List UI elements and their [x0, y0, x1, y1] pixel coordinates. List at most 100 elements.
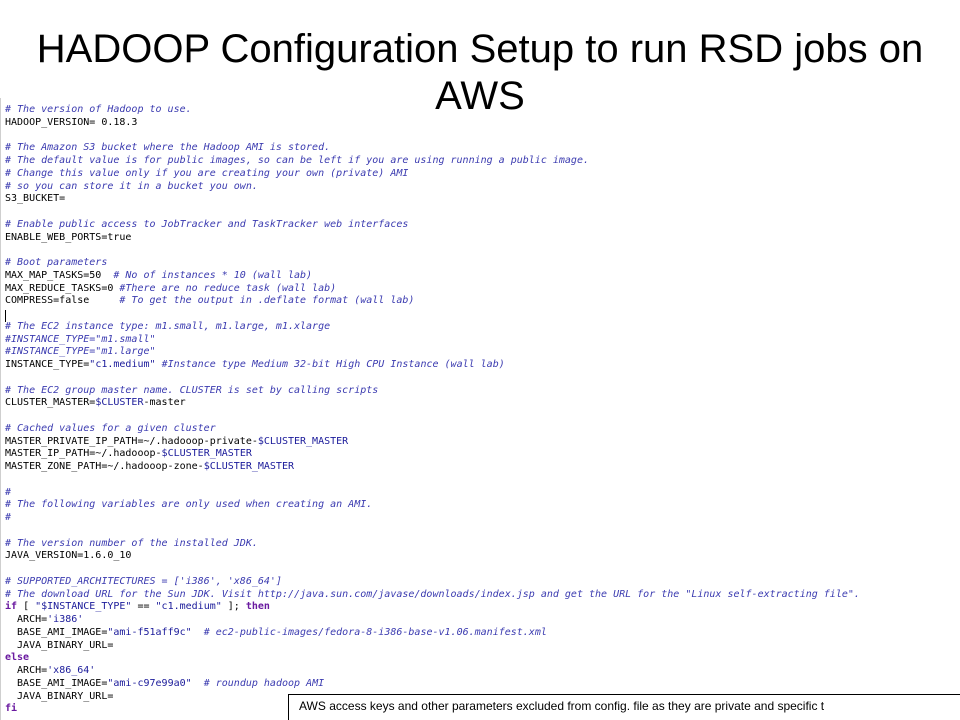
text-cursor [5, 310, 6, 322]
code-token-plain [192, 627, 204, 638]
code-token-comment: # ec2-public-images/fedora-8-i386-base-v… [203, 626, 547, 638]
code-token-plain: -master [143, 397, 186, 409]
code-line: # Boot parameters [5, 257, 860, 270]
code-line [5, 474, 860, 487]
code-line: # Cached values for a given cluster [5, 423, 860, 436]
code-token-plain: S3_BUCKET= [5, 193, 66, 205]
code-line: BASE_AMI_IMAGE="ami-f51aff9c" # ec2-publ… [5, 627, 860, 640]
code-line: COMPRESS=false # To get the output in .d… [5, 295, 860, 308]
code-line [5, 563, 860, 576]
code-token-plain: MAX_REDUCE_TASKS=0 [5, 282, 120, 294]
code-token-comment: # Enable public access to JobTracker and… [5, 218, 409, 230]
config-code-listing: # The version of Hadoop to use.HADOOP_VE… [5, 104, 860, 716]
code-token-plain: MASTER_IP_PATH=~/.hadooop- [5, 448, 162, 460]
code-token-plain: ARCH= [5, 614, 48, 625]
code-token-var: $CLUSTER [95, 397, 144, 409]
code-token-comment: # The following variables are only used … [5, 499, 373, 511]
code-token-plain: INSTANCE_TYPE= [5, 359, 90, 370]
code-token-plain: BASE_AMI_IMAGE= [5, 626, 108, 638]
code-token-plain: MASTER_ZONE_PATH=~/.hadooop-zone- [5, 461, 204, 472]
code-token-comment: # [5, 512, 12, 523]
code-screenshot-panel: # The version of Hadoop to use.HADOOP_VE… [0, 98, 960, 720]
code-line: # SUPPORTED_ARCHITECTURES = ['i386', 'x8… [5, 576, 860, 589]
code-line: # The EC2 instance type: m1.small, m1.la… [5, 321, 860, 334]
code-line: # The version of Hadoop to use. [5, 104, 860, 117]
code-line: # The download URL for the Sun JDK. Visi… [5, 589, 860, 602]
code-token-comment: #INSTANCE_TYPE="m1.large" [5, 346, 156, 358]
code-line: # The default value is for public images… [5, 155, 860, 168]
code-line: ENABLE_WEB_PORTS=true [5, 232, 860, 245]
code-token-comment: # Cached values for a given cluster [5, 422, 216, 434]
code-token-kw: then [245, 601, 270, 613]
code-token-string: "ami-c97e99a0" [107, 677, 192, 689]
code-token-kw: else [5, 652, 30, 664]
code-line: # The version number of the installed JD… [5, 538, 860, 551]
code-token-plain: CLUSTER_MASTER= [5, 397, 96, 409]
code-token-comment: # The EC2 group master name. CLUSTER is … [5, 384, 379, 396]
code-line: HADOOP_VERSION= 0.18.3 [5, 117, 860, 130]
code-token-comment: # The version number of the installed JD… [5, 537, 258, 549]
footnote-box: AWS access keys and other parameters exc… [288, 694, 960, 720]
code-token-plain: COMPRESS=false [5, 295, 120, 307]
code-line [5, 206, 860, 219]
code-line: MAX_REDUCE_TASKS=0 #There are no reduce … [5, 283, 860, 296]
code-line [5, 525, 860, 538]
code-token-plain: == [131, 601, 156, 613]
code-token-plain [192, 678, 204, 689]
code-token-comment: # Boot parameters [5, 257, 108, 268]
code-line [5, 410, 860, 423]
code-token-string: 'i386' [47, 614, 84, 625]
code-token-plain: ENABLE_WEB_PORTS=true [5, 231, 132, 243]
code-token-comment: # roundup hadoop AMI [203, 677, 325, 689]
code-token-plain: MASTER_PRIVATE_IP_PATH=~/.hadooop-privat… [5, 435, 258, 447]
code-token-comment: # To get the output in .deflate format (… [119, 295, 415, 307]
code-token-string: "ami-f51aff9c" [107, 626, 192, 638]
code-line: if [ "$INSTANCE_TYPE" == "c1.medium" ]; … [5, 601, 860, 614]
code-token-plain: JAVA_VERSION=1.6.0_10 [5, 550, 132, 562]
code-line: # so you can store it in a bucket you ow… [5, 181, 860, 194]
code-line: fi [5, 703, 860, 716]
code-token-var: $CLUSTER_MASTER [203, 461, 294, 472]
code-token-plain: ARCH= [5, 665, 48, 676]
code-token-plain: JAVA_BINARY_URL= [5, 690, 114, 702]
code-line [5, 130, 860, 143]
code-token-comment: # The version of Hadoop to use. [5, 104, 192, 115]
code-token-plain: MAX_MAP_TASKS=50 [5, 269, 114, 281]
code-token-plain: HADOOP_VERSION= 0.18.3 [5, 116, 138, 128]
code-line: # Change this value only if you are crea… [5, 168, 860, 181]
code-line: MASTER_IP_PATH=~/.hadooop-$CLUSTER_MASTE… [5, 448, 860, 461]
code-line: # Enable public access to JobTracker and… [5, 219, 860, 232]
code-token-plain: [ [17, 601, 36, 613]
code-token-var: $CLUSTER_MASTER [257, 435, 349, 447]
code-line: # The Amazon S3 bucket where the Hadoop … [5, 142, 860, 155]
slide-title: HADOOP Configuration Setup to run RSD jo… [36, 27, 924, 118]
code-token-comment: # The Amazon S3 bucket where the Hadoop … [5, 142, 331, 154]
code-line: CLUSTER_MASTER=$CLUSTER-master [5, 397, 860, 410]
code-token-var: $CLUSTER_MASTER [161, 448, 252, 460]
code-token-string: "c1.medium" [155, 601, 222, 613]
code-line: ARCH='x86_64' [5, 665, 860, 678]
code-token-comment: # The download URL for the Sun JDK. Visi… [5, 588, 860, 600]
code-line: ARCH='i386' [5, 614, 860, 627]
code-line: # [5, 487, 860, 500]
code-token-comment: #Instance type Medium 32-bit High CPU In… [161, 359, 505, 370]
code-line: INSTANCE_TYPE="c1.medium" #Instance type… [5, 359, 860, 372]
code-token-string: "$INSTANCE_TYPE" [35, 601, 132, 613]
code-line: S3_BUCKET= [5, 193, 860, 206]
code-line: JAVA_BINARY_URL= [5, 640, 860, 653]
code-token-plain: BASE_AMI_IMAGE= [5, 677, 108, 689]
code-line: # The following variables are only used … [5, 499, 860, 512]
code-token-plain: ]; [221, 601, 246, 613]
code-token-comment: # SUPPORTED_ARCHITECTURES = ['i386', 'x8… [5, 575, 282, 587]
code-line [5, 372, 860, 385]
code-token-comment: # [5, 486, 12, 498]
code-line: #INSTANCE_TYPE="m1.small" [5, 334, 860, 347]
code-token-string: "c1.medium" [89, 359, 156, 370]
code-line: #INSTANCE_TYPE="m1.large" [5, 346, 860, 359]
code-line: JAVA_BINARY_URL= [5, 691, 860, 704]
code-line: # The EC2 group master name. CLUSTER is … [5, 385, 860, 398]
code-line: BASE_AMI_IMAGE="ami-c97e99a0" # roundup … [5, 678, 860, 691]
code-line: MASTER_PRIVATE_IP_PATH=~/.hadooop-privat… [5, 436, 860, 449]
code-line: MAX_MAP_TASKS=50 # No of instances * 10 … [5, 270, 860, 283]
code-token-comment: # The EC2 instance type: m1.small, m1.la… [5, 320, 331, 332]
